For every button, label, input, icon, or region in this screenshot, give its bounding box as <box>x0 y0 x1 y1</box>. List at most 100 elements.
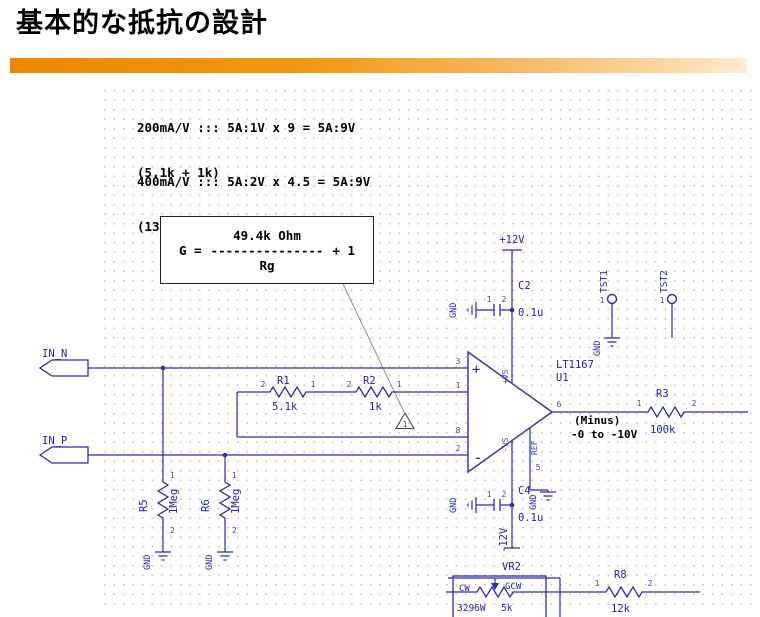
title-accent-bar <box>10 58 747 73</box>
gnd-label: GND <box>205 555 215 570</box>
plus-input-mark: + <box>472 362 480 378</box>
value-label: 5.1k <box>272 401 298 413</box>
calc-note-1-line1: 200mA/V ::: 5A:1V x 9 = 5A:9V <box>137 120 356 135</box>
page-title: 基本的な抵抗の設計 <box>16 8 268 38</box>
resistor-r1: R1 5.1k 2 1 <box>261 375 316 413</box>
pin-number: 1 <box>311 380 316 389</box>
ref-label: R8 <box>614 569 627 581</box>
pin-number: 2 <box>648 579 653 588</box>
gain-formula-suffix: + 1 <box>332 242 356 258</box>
junction-dots <box>160 307 515 508</box>
pin-number: 1 <box>595 579 600 588</box>
gain-formula-denominator: Rg <box>259 257 275 273</box>
ref-pin-label: REF <box>530 440 539 455</box>
value-label: 1k <box>369 401 382 413</box>
calc-note-1: 200mA/V ::: 5A:1V x 9 = 5A:9V (5.1k + 1k… <box>137 90 355 210</box>
cw-label: CW <box>459 584 470 594</box>
gnd-c4: GND <box>449 497 477 513</box>
gain-formula-lhs: G = <box>178 242 202 258</box>
ref-label: R3 <box>656 388 669 400</box>
model-label: 3296W <box>457 603 486 614</box>
testpoint-tst2: TST2 1 <box>659 270 678 305</box>
pin-number: 1 <box>170 471 175 480</box>
value-label: 0.1u <box>518 512 543 524</box>
gnd-r5: GND <box>143 551 171 570</box>
gnd-tst1: GND <box>593 337 620 356</box>
potentiometer-vr2: VR2 CW GCW 3296W 5k <box>452 561 547 617</box>
gain-formula-bar: --------------- <box>210 242 324 258</box>
gain-formula-box: G = 49.4k Ohm --------------- Rg + 1 <box>160 216 374 284</box>
pin-number: 1 <box>600 296 605 305</box>
gnd-ref: GND <box>529 491 556 510</box>
value-label: 0.1u <box>518 307 543 319</box>
pin-number: 1 <box>660 296 665 305</box>
resistor-r2: R2 1k 2 1 <box>347 375 402 413</box>
p12v-label: +12V <box>499 234 525 246</box>
part-label: LT1167 <box>556 359 594 371</box>
gnd-c2: GND <box>449 302 477 318</box>
ref-label: C4 <box>518 485 531 497</box>
schematic-grid-background <box>100 86 756 612</box>
pin-number: 2 <box>170 526 175 535</box>
gnd-label: GND <box>143 555 153 570</box>
pin-number: 1 <box>232 471 237 480</box>
value-label: 5k <box>501 603 513 614</box>
pin-number: 3 <box>456 357 461 366</box>
pot-outline <box>452 575 547 617</box>
resistor-r3: R3 100k 1 2 <box>637 388 697 436</box>
ref-label: R6 <box>200 499 212 512</box>
wires <box>88 249 748 617</box>
pin-number: 2 <box>347 380 352 389</box>
port-in-n: IN_N <box>38 348 89 377</box>
pin-number: 1 <box>487 490 492 499</box>
pin-number: 2 <box>261 380 266 389</box>
gcw-label: GCW <box>505 582 522 592</box>
calc-note-1-line2: (5.1k + 1k) <box>137 165 220 180</box>
pin-number: 5 <box>536 463 541 472</box>
resistor-r5: R5 1Meg 1 2 <box>138 471 180 535</box>
pin-number: 6 <box>557 400 562 409</box>
calc-note-2-line1: 400mA/V ::: 5A:2V x 4.5 = 5A:9V <box>137 174 371 189</box>
ref-label: R5 <box>138 499 150 512</box>
output-note-minus: (Minus) <box>574 414 620 427</box>
vs-minus-label: -VS <box>501 437 510 452</box>
ref-label: TST1 <box>599 270 610 293</box>
gnd-label: GND <box>449 303 459 318</box>
ref-label: R1 <box>277 375 290 387</box>
resistor-r6: R6 1Meg 1 2 <box>200 471 242 535</box>
value-label: 12k <box>611 603 631 615</box>
gnd-label: GND <box>449 498 459 513</box>
wiper-arrow <box>491 583 499 590</box>
pin-number: 2 <box>692 399 697 408</box>
ref-label: U1 <box>556 372 569 384</box>
offpage-port-symbol <box>38 359 89 377</box>
pin-number: 2 <box>502 490 507 499</box>
gnd-label: GND <box>529 495 539 510</box>
ref-label: R2 <box>363 375 376 387</box>
gnd-label: GND <box>593 341 603 356</box>
offpage-port-symbol <box>38 446 89 464</box>
port-label: IN_N <box>42 348 67 360</box>
marker-label: 1 <box>403 420 408 429</box>
ref-label: VR2 <box>502 561 521 573</box>
pin-number: 1 <box>456 381 461 390</box>
testpoint-circle <box>666 293 678 305</box>
output-note-range: -0 to -10V <box>571 428 638 441</box>
minus-input-mark: - <box>473 448 483 467</box>
pin-number: 8 <box>456 426 461 435</box>
capacitor-c2: C2 0.1u 1 2 <box>487 280 544 319</box>
pin-number: 2 <box>502 295 507 304</box>
gain-formula-fraction: 49.4k Ohm --------------- Rg <box>211 228 324 273</box>
pin-number: 2 <box>232 526 237 535</box>
pin-number: 1 <box>487 295 492 304</box>
opamp-u1: + - +VS -VS REF LT1167 U1 3 1 8 2 6 5 <box>456 350 594 474</box>
resistor-r8: R8 12k 1 2 <box>595 569 653 615</box>
value-label: 1Meg <box>168 489 180 514</box>
callout-line <box>342 283 405 413</box>
ref-label: TST2 <box>659 270 670 293</box>
opamp-triangle <box>467 350 554 474</box>
vs-plus-label: +VS <box>501 369 510 384</box>
pin-number: 2 <box>456 444 461 453</box>
